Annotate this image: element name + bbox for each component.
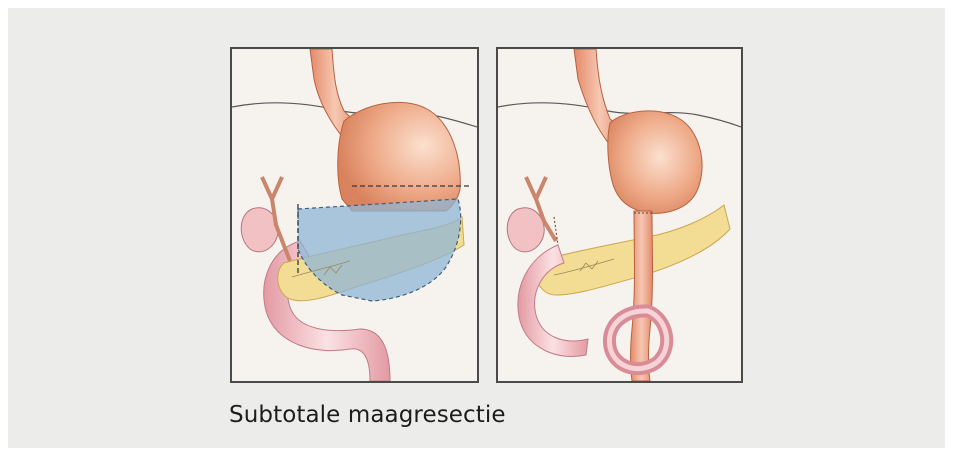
anatomy-before-svg [232,49,477,381]
stomach [338,102,461,211]
gallbladder [507,208,544,252]
jejunal-limb [631,211,653,381]
anatomy-after-svg [498,49,741,381]
stomach-remnant [608,111,702,213]
illustration-before-resection [230,47,479,383]
figure-caption: Subtotale maagresectie [229,402,506,428]
pancreas [535,205,730,295]
illustration-after-resection [496,47,743,383]
